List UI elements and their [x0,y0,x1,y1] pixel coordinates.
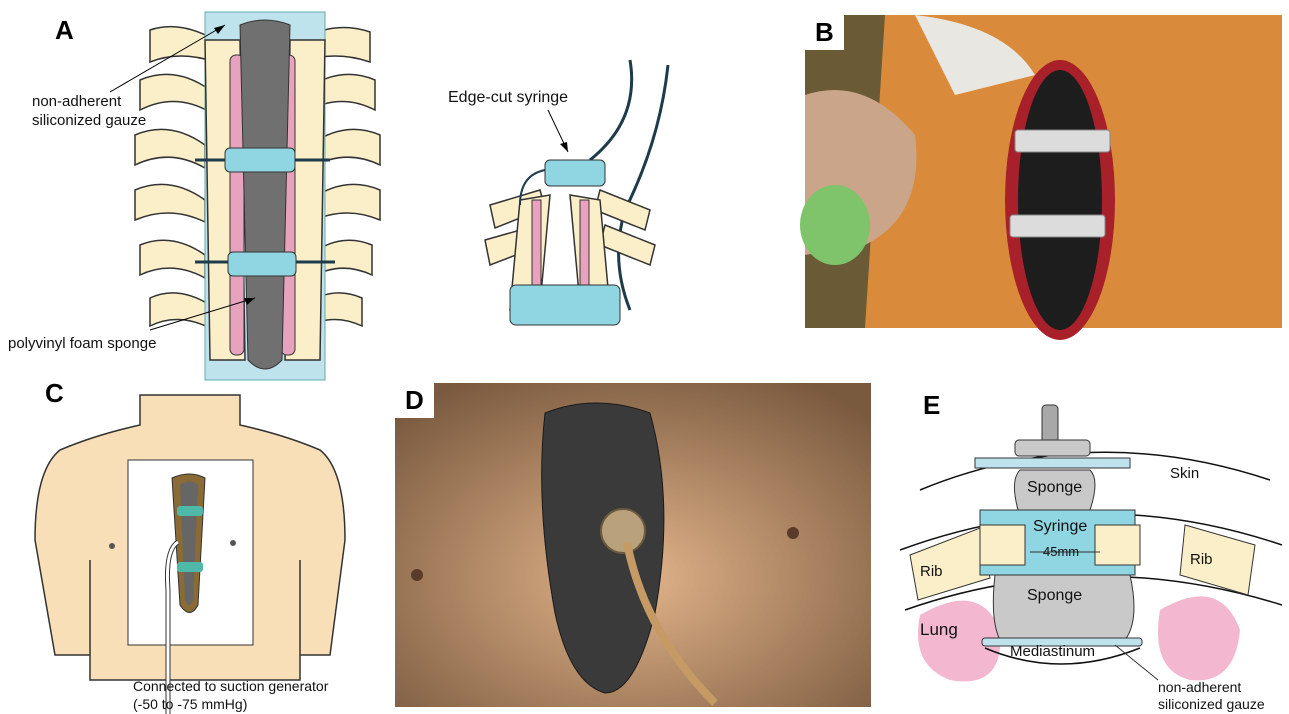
panel-label-b: B [805,15,844,50]
syringe-label: Syringe [1033,517,1087,536]
rib-stub-left [980,525,1025,565]
port-base [1015,440,1090,456]
suction-label-line1: Connected to suction generator [133,677,328,696]
panel-a: A non-adherent siliconized gauze polyvin… [0,0,440,380]
suction-tube [1042,405,1058,445]
sponge-label: polyvinyl foam sponge [8,334,156,353]
skin-label: Skin [1170,464,1199,483]
lung-right [1158,596,1240,680]
rib-stub-right [1095,525,1140,565]
torso-diagram [0,370,390,714]
syringe-lower [228,252,296,276]
syringe-lower [177,562,203,572]
gauze-label-line1: non-adherent [32,92,121,111]
panel-label-c: C [45,378,64,409]
panel-b-photo: B [805,15,1282,328]
gauze-leader [1115,645,1158,680]
syringe-upper [1015,130,1110,152]
panel-c: C Connected to suction generator (-50 to… [0,370,390,714]
panel-d-photo: D [395,383,871,707]
arrowhead [560,142,568,152]
syringe-upper [225,148,295,172]
width-label: 45mm [1043,542,1079,561]
rib-right-label: Rib [1190,550,1213,569]
cross-section-diagram [890,380,1285,714]
nipple-right [787,527,799,539]
lung-label: Lung [920,620,958,639]
sponge-bottom [993,575,1134,640]
gauze-label-line2: siliconized gauze [32,111,146,130]
syringe-bottom [510,285,620,325]
mediastinum-label: Mediastinum [1010,642,1095,661]
green-object [800,185,870,265]
wire [590,60,632,160]
nipple-left [109,543,115,549]
sternum-vac-diagram [0,0,440,380]
nipple-right [230,540,236,546]
suction-port [601,509,645,553]
foam-sponge [240,20,290,369]
syringe-lower [1010,215,1105,237]
rib-left-label: Rib [920,562,943,581]
sponge-bottom-label: Sponge [1027,586,1082,605]
panel-label-a: A [55,15,74,46]
panel-a-syringe: Edge-cut syringe [440,60,680,330]
ribs-left [135,27,215,328]
nipple-left [411,569,423,581]
panel-label-e: E [923,390,940,421]
syringe-top [545,160,605,186]
panel-label-d: D [395,383,434,418]
syringe-upper [177,506,203,516]
panel-e: E Skin Sponge Syringe 45mm Rib Rib Spong… [890,380,1285,714]
wire [619,65,668,310]
sponge-top-label: Sponge [1027,478,1082,497]
syringe-label: Edge-cut syringe [448,88,568,107]
foam-in-wound [1018,70,1102,330]
suction-label-line2: (-50 to -75 mmHg) [133,695,247,714]
surgical-photo [805,15,1282,328]
gauze-label-line2: siliconized gauze [1158,695,1265,714]
chest-photo [395,383,871,707]
skin-film [975,458,1130,468]
